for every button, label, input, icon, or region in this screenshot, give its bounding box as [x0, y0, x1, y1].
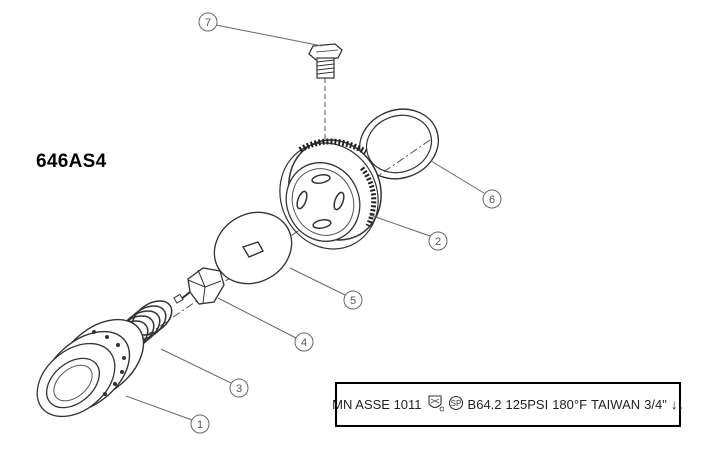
bolt-part — [308, 43, 343, 79]
svg-text:6: 6 — [489, 194, 495, 206]
svg-text:5: 5 — [350, 295, 356, 307]
callout-7: 7 — [198, 12, 218, 32]
body-part — [36, 318, 145, 418]
csa-mark-icon: SP — [448, 395, 464, 414]
disc-part — [213, 211, 293, 285]
callout-1: 1 — [190, 414, 210, 434]
poppet-part — [173, 267, 225, 305]
svg-text:1: 1 — [197, 419, 203, 431]
callout-3: 3 — [229, 378, 249, 398]
svg-text:2: 2 — [435, 236, 441, 248]
marking-size: 3/4" — [644, 397, 667, 412]
callout-6: 6 — [482, 189, 502, 209]
marking-origin: TAIWAN — [591, 397, 641, 412]
marking-prefix: MN ASSE 1011 — [332, 397, 422, 412]
marking-standard: B64.2 — [467, 397, 502, 412]
callout-5: 5 — [343, 290, 363, 310]
asse-seal-icon — [426, 394, 444, 415]
cap-part — [279, 138, 382, 250]
product-marking-box: MN ASSE 1011 SP B64.2 125PSI 180°F TAIWA… — [332, 382, 684, 427]
callout-leaders — [125, 24, 485, 421]
svg-text:SP: SP — [450, 399, 461, 408]
marking-temperature: 180°F — [552, 397, 588, 412]
callout-4: 4 — [294, 332, 314, 352]
svg-text:7: 7 — [205, 17, 211, 29]
model-number-label: 646AS4 — [36, 151, 107, 172]
flow-arrows-icon: ↓↓ — [670, 397, 684, 412]
svg-text:4: 4 — [301, 337, 307, 349]
callout-2: 2 — [428, 231, 448, 251]
marking-pressure: 125PSI — [505, 397, 549, 412]
svg-text:3: 3 — [236, 383, 242, 395]
